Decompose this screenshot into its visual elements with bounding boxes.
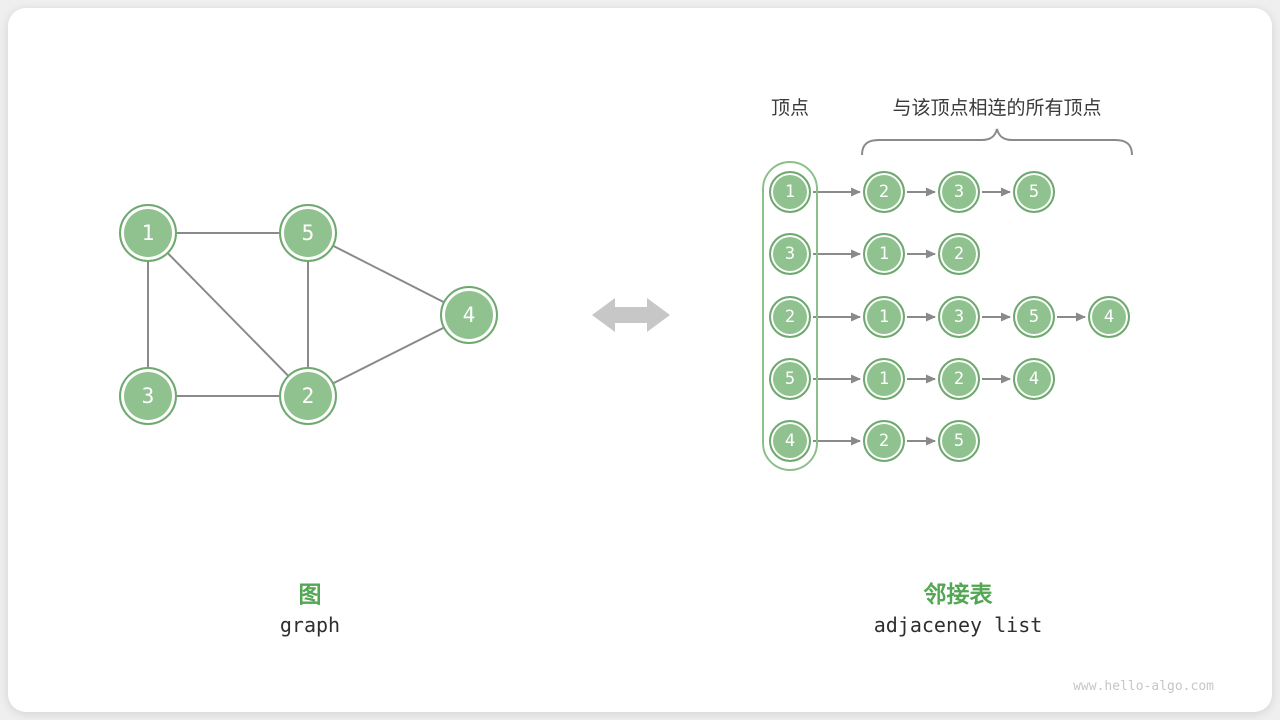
adj-list-node-2-1: 3: [938, 296, 980, 338]
adj-list-node-1-2: 5: [1013, 171, 1055, 213]
adj-vertex-node-3: 3: [769, 233, 811, 275]
adj-list-node-2-0: 1: [863, 296, 905, 338]
graph-node-4: 4: [440, 286, 498, 344]
vertex-column-box: [762, 161, 818, 471]
adj-vertex-node-5: 5: [769, 358, 811, 400]
adj-list-node-5-2: 4: [1013, 358, 1055, 400]
graph-node-2: 2: [279, 367, 337, 425]
adj-list-node-4-1: 5: [938, 420, 980, 462]
adj-list-node-1-0: 2: [863, 171, 905, 213]
adj-list-node-3-0: 1: [863, 233, 905, 275]
adj-vertex-node-4: 4: [769, 420, 811, 462]
graph-caption-zh: 图: [298, 582, 322, 608]
adj-list-node-2-2: 5: [1013, 296, 1055, 338]
graph-node-5: 5: [279, 204, 337, 262]
graph-caption-en: graph: [279, 613, 341, 637]
watermark: www.hello-algo.com: [1073, 679, 1214, 694]
graph-node-1: 1: [119, 204, 177, 262]
adj-list-node-2-3: 4: [1088, 296, 1130, 338]
adj-list-node-3-1: 2: [938, 233, 980, 275]
adjlist-caption-en: adjaceney list: [873, 613, 1043, 637]
adj-list-node-1-1: 3: [938, 171, 980, 213]
graph-node-3: 3: [119, 367, 177, 425]
adj-vertex-node-2: 2: [769, 296, 811, 338]
vertex-column-header: 顶点: [770, 97, 809, 119]
adjlist-caption-zh: 邻接表: [923, 582, 993, 608]
neighbors-column-header: 与该顶点相连的所有顶点: [892, 97, 1102, 119]
adj-list-node-5-0: 1: [863, 358, 905, 400]
adj-list-node-4-0: 2: [863, 420, 905, 462]
adj-list-node-5-1: 2: [938, 358, 980, 400]
adj-vertex-node-1: 1: [769, 171, 811, 213]
